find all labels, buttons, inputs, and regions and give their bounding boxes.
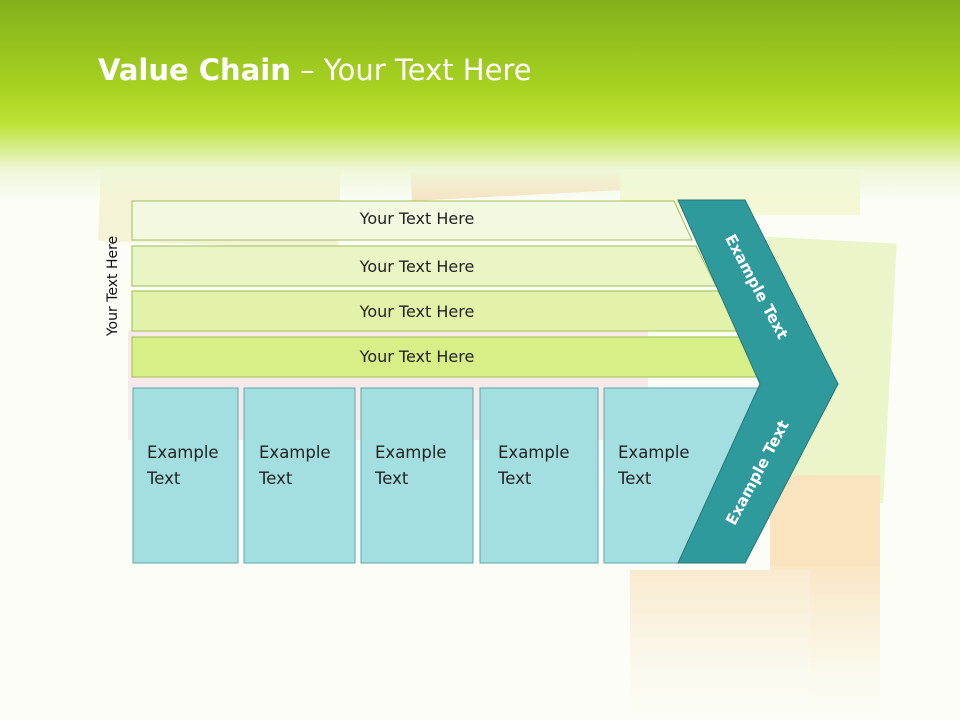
box-3-line2: Text: [375, 469, 409, 488]
side-label: Your Text Here: [105, 235, 121, 337]
box-1-line1: Example: [147, 443, 219, 462]
box-text-2: Example Text: [259, 440, 331, 492]
reflection-fade: [0, 566, 960, 720]
bar-label-4: Your Text Here: [359, 347, 475, 366]
margin-chevron: [677, 199, 839, 564]
box-2-line2: Text: [259, 469, 293, 488]
title-rest: – Your Text Here: [290, 53, 532, 87]
slide-title: Value Chain – Your Text Here: [98, 53, 532, 87]
box-2-line1: Example: [259, 443, 331, 462]
header-band: [0, 0, 960, 200]
bar-label-1: Your Text Here: [359, 209, 475, 228]
box-text-4: Example Text: [498, 440, 570, 492]
primary-box-2: [243, 387, 356, 564]
box-5-line1: Example: [618, 443, 690, 462]
primary-box-1: [132, 387, 239, 564]
box-3-line1: Example: [375, 443, 447, 462]
box-text-1: Example Text: [147, 440, 219, 492]
bar-label-3: Your Text Here: [359, 302, 475, 321]
primary-box-3: [360, 387, 474, 564]
box-5-line2: Text: [618, 469, 652, 488]
box-1-line2: Text: [147, 469, 181, 488]
bar-label-2: Your Text Here: [359, 257, 475, 276]
box-text-5: Example Text: [618, 440, 690, 492]
box-4-line2: Text: [498, 469, 532, 488]
primary-box-4: [479, 387, 599, 564]
title-bold: Value Chain: [98, 53, 291, 87]
box-4-line1: Example: [498, 443, 570, 462]
box-text-3: Example Text: [375, 440, 447, 492]
support-bar-1: [131, 200, 693, 241]
